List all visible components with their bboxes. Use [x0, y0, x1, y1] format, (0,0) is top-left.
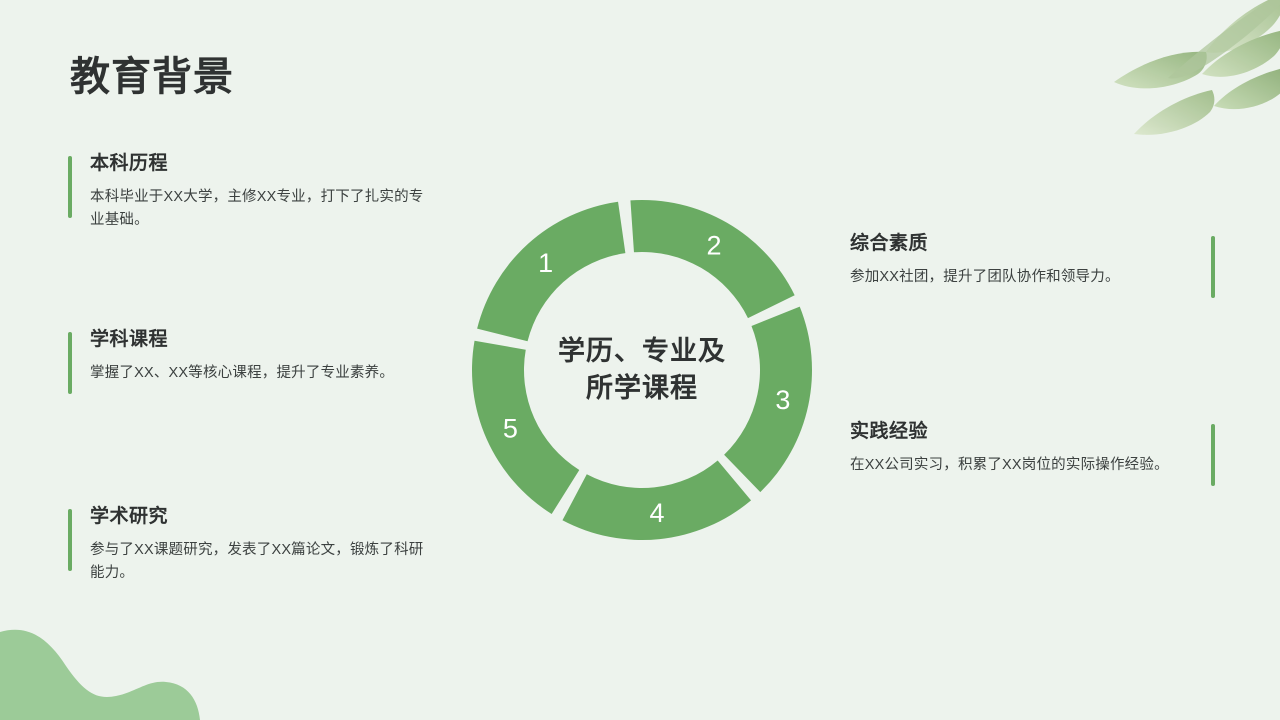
- donut-segment-4[interactable]: [562, 460, 752, 540]
- block-heading: 实践经验: [850, 421, 929, 442]
- donut-segment-label-4: 4: [650, 498, 665, 528]
- donut-segment-5[interactable]: [472, 340, 580, 515]
- info-block-本科历程: 本科历程 本科毕业于XX大学，主修XX专业，打下了扎实的专业基础。: [68, 152, 428, 233]
- donut-segment-3[interactable]: [724, 306, 812, 493]
- donut-segment-label-5: 5: [503, 414, 518, 444]
- donut-segment-label-1: 1: [538, 248, 553, 278]
- corner-blob-decoration: [0, 629, 200, 720]
- block-body: 参加XX社团，提升了团队协作和领导力。: [850, 268, 1120, 285]
- center-label-line-1: 学历、专业及: [558, 335, 726, 366]
- donut-chart: 1 2 3 4 5 学历、专业及 所学课程: [470, 198, 814, 542]
- block-body: 掌握了XX、XX等核心课程，提升了专业素养。: [90, 364, 395, 381]
- accent-bar: [68, 509, 72, 571]
- block-body: 参与了XX课题研究，发表了XX篇论文，锻炼了科研能力。: [90, 541, 424, 582]
- donut-center-label: 学历、专业及 所学课程: [535, 333, 750, 408]
- block-heading: 本科历程: [90, 153, 169, 174]
- block-heading: 综合素质: [850, 233, 929, 254]
- donut-segment-label-3: 3: [775, 385, 790, 415]
- donut-segment-label-2: 2: [706, 230, 721, 260]
- block-body: 本科毕业于XX大学，主修XX专业，打下了扎实的专业基础。: [90, 188, 424, 229]
- block-body: 在XX公司实习，积累了XX岗位的实际操作经验。: [850, 456, 1169, 473]
- info-block-实践经验: 实践经验 在XX公司实习，积累了XX岗位的实际操作经验。: [850, 420, 1215, 486]
- donut-segment-1[interactable]: [477, 201, 626, 342]
- info-block-综合素质: 综合素质 参加XX社团，提升了团队协作和领导力。: [850, 232, 1215, 298]
- block-heading: 学科课程: [90, 329, 169, 350]
- info-block-学科课程: 学科课程 掌握了XX、XX等核心课程，提升了专业素养。: [68, 328, 428, 394]
- donut-chart-svg: 1 2 3 4 5: [472, 200, 812, 540]
- block-heading: 学术研究: [90, 506, 169, 527]
- accent-bar: [1211, 424, 1215, 486]
- center-label-line-2: 所学课程: [586, 373, 698, 403]
- donut-segment-2[interactable]: [630, 200, 795, 319]
- page-title: 教育背景: [70, 55, 234, 99]
- accent-bar: [68, 332, 72, 394]
- accent-bar: [68, 156, 72, 218]
- leaf-branch-icon: [1114, 0, 1280, 135]
- info-block-学术研究: 学术研究 参与了XX课题研究，发表了XX篇论文，锻炼了科研能力。: [68, 505, 428, 586]
- accent-bar: [1211, 236, 1215, 298]
